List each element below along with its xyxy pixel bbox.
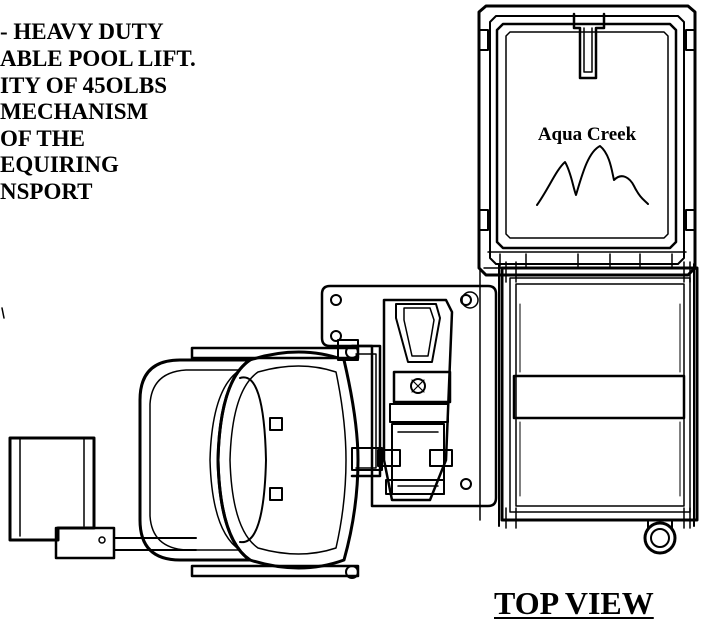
mounting-plate <box>320 284 498 508</box>
actuator-mast <box>377 298 454 502</box>
description-line: NSPORT <box>0 179 93 204</box>
lift-body <box>479 261 699 555</box>
description-line: MECHANISM <box>0 99 149 124</box>
view-title: TOP VIEW <box>494 585 654 621</box>
lift-arm <box>337 339 383 478</box>
description-line: ITY OF 45OLBS <box>0 73 167 98</box>
brand-label: Aqua Creek <box>538 124 637 145</box>
armrests <box>190 345 360 579</box>
battery-pack <box>8 436 197 560</box>
brand-logo-mountains <box>536 145 649 206</box>
description-line: - HEAVY DUTY <box>0 19 164 44</box>
description-line: EQUIRING <box>0 152 119 177</box>
description-line: OF THE <box>0 126 85 151</box>
description-line: ABLE POOL LIFT. <box>0 46 196 71</box>
lift-seat <box>138 350 360 570</box>
